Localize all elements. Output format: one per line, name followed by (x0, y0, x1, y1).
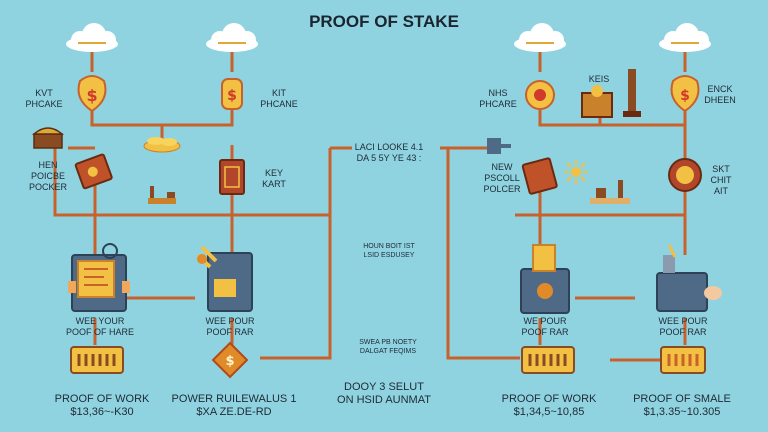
svg-text:$: $ (225, 354, 234, 369)
gear-icon (668, 158, 702, 192)
coin-bag-icon: $ (77, 75, 107, 113)
mining-machine-icon (68, 243, 130, 312)
title: PROOF OF STAKE (309, 12, 459, 31)
cpu-chip-icon (660, 346, 706, 374)
left-bottom-left-label: PROOF OF WORK$13,36~-K30 (54, 393, 150, 418)
book-icon (521, 157, 558, 195)
svg-text:$: $ (227, 88, 237, 104)
cpu-chip-icon (521, 346, 575, 374)
coin-bag-icon: $ (670, 75, 700, 113)
cloud-icon (514, 23, 566, 52)
lantern-icon: $ (221, 78, 243, 110)
cloud-icon (66, 23, 118, 52)
cpu-chip-icon (70, 346, 124, 374)
sun-sparkle-icon (564, 160, 588, 184)
left-bottom-center-label: POWER RUILEWALUS 1$XA ZE.DE-RD (171, 393, 297, 418)
cloud-icon (659, 23, 711, 52)
mining-machine-icon (520, 244, 570, 314)
cloud-icon (206, 23, 258, 52)
svg-text:$: $ (86, 86, 97, 105)
treasure-chest-icon (581, 85, 613, 118)
left-connectors (53, 52, 352, 360)
right-connectors (440, 52, 687, 362)
right-top-mid-label: KEIS (588, 74, 610, 84)
treasure-chest-icon (31, 127, 65, 149)
right-bottom-left-label: PROOF OF WORK$1,34,5~10,85 (501, 393, 597, 418)
coin-pile-icon (143, 137, 181, 153)
mining-machine-icon (656, 244, 722, 312)
right-bottom-right-label: PROOF OF SMALE$1,3.35~10.305 (633, 393, 731, 418)
svg-text:$: $ (680, 88, 690, 104)
desk-icon (148, 186, 176, 204)
book-icon (219, 159, 245, 195)
mining-machine-icon (196, 245, 253, 312)
book-icon (74, 153, 113, 190)
diamond-dollar-icon: $ (211, 341, 249, 379)
desk-icon (590, 180, 630, 204)
faucet-icon (487, 138, 511, 154)
tower-icon (623, 69, 641, 117)
coin-bag-icon (525, 80, 555, 110)
